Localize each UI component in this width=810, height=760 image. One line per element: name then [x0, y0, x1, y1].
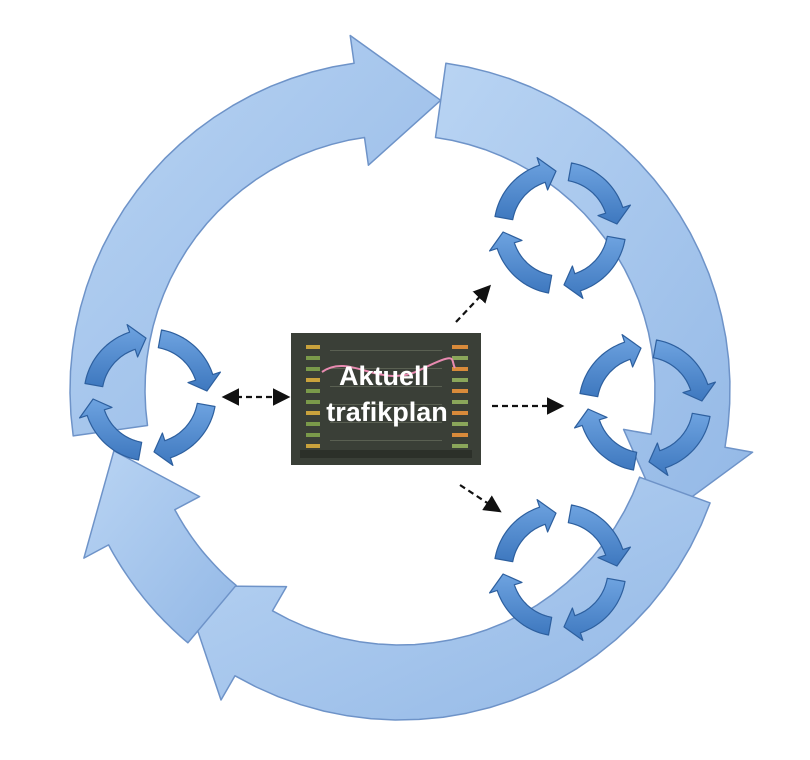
cycle-arrow-segment: [652, 339, 716, 402]
cycle-arrow-segment: [648, 412, 711, 476]
small-cycle-top-right: [489, 157, 631, 299]
big-cycle-arrows: [69, 34, 754, 721]
traffic-plan-screenshot: [291, 333, 481, 465]
screen-bar: [452, 389, 468, 393]
big-arrow-1: [69, 34, 442, 437]
screen-bar: [306, 433, 320, 437]
connector-top-right: [455, 284, 492, 323]
cycle-arrow-segment: [84, 324, 147, 388]
screen-bar: [452, 345, 468, 349]
cycle-arrow-segment: [579, 334, 642, 398]
screen-curve: [321, 357, 456, 377]
screen-gridline: [330, 440, 442, 441]
small-cycle-left: [79, 324, 221, 466]
screen-bar: [452, 433, 468, 437]
screen-bar: [306, 345, 320, 349]
screen-gridline: [330, 368, 442, 369]
screen-bar: [306, 422, 320, 426]
cycle-arrow-segment: [494, 499, 557, 563]
screen-bar: [306, 400, 320, 404]
connector-bottom-right: [459, 484, 502, 513]
cycle-arrow-segment: [563, 577, 626, 641]
cycle-arrow-segment: [494, 157, 557, 221]
screen-footer: [300, 450, 472, 458]
center-label-line2: trafikplan: [326, 397, 448, 427]
screen-bar: [306, 356, 320, 360]
screen-gridline: [330, 422, 442, 423]
center-label-line1: Aktuell: [339, 361, 429, 391]
cycle-arrow-segment: [157, 329, 221, 392]
cycle-arrow-segment: [489, 573, 553, 636]
cycle-arrow-segment: [574, 408, 638, 471]
center-box: Aktuell trafikplan: [291, 333, 481, 465]
cycle-arrow-segment: [79, 398, 143, 461]
screen-gridline: [330, 386, 442, 387]
big-arrow-4: [83, 450, 237, 644]
small-cycle-bottom-right: [489, 499, 631, 641]
screen-bar: [306, 367, 320, 371]
screen-gridline: [330, 404, 442, 405]
cycle-arrow-segment: [153, 402, 216, 466]
screen-details: [300, 345, 472, 458]
screen-bar: [306, 389, 320, 393]
screen-bar: [452, 367, 468, 371]
screen-bar: [452, 411, 468, 415]
big-arrow-3: [181, 476, 711, 721]
screen-bar: [452, 400, 468, 404]
screen-bar: [306, 378, 320, 382]
screen-bar: [452, 444, 468, 448]
cycle-arrow-segment: [563, 235, 626, 299]
screen-bar: [452, 378, 468, 382]
small-cycles: [79, 157, 716, 641]
cycle-arrow-segment: [567, 162, 631, 225]
cycle-arrow-segment: [489, 231, 553, 294]
cycle-arrow-segment: [567, 504, 631, 567]
screen-bar: [452, 356, 468, 360]
screen-bar: [306, 444, 320, 448]
small-cycle-right: [574, 334, 716, 476]
big-arrow-2: [434, 62, 754, 519]
connectors: [221, 284, 565, 513]
screen-gridline: [330, 350, 442, 351]
screen-bar: [306, 411, 320, 415]
screen-bar: [452, 422, 468, 426]
